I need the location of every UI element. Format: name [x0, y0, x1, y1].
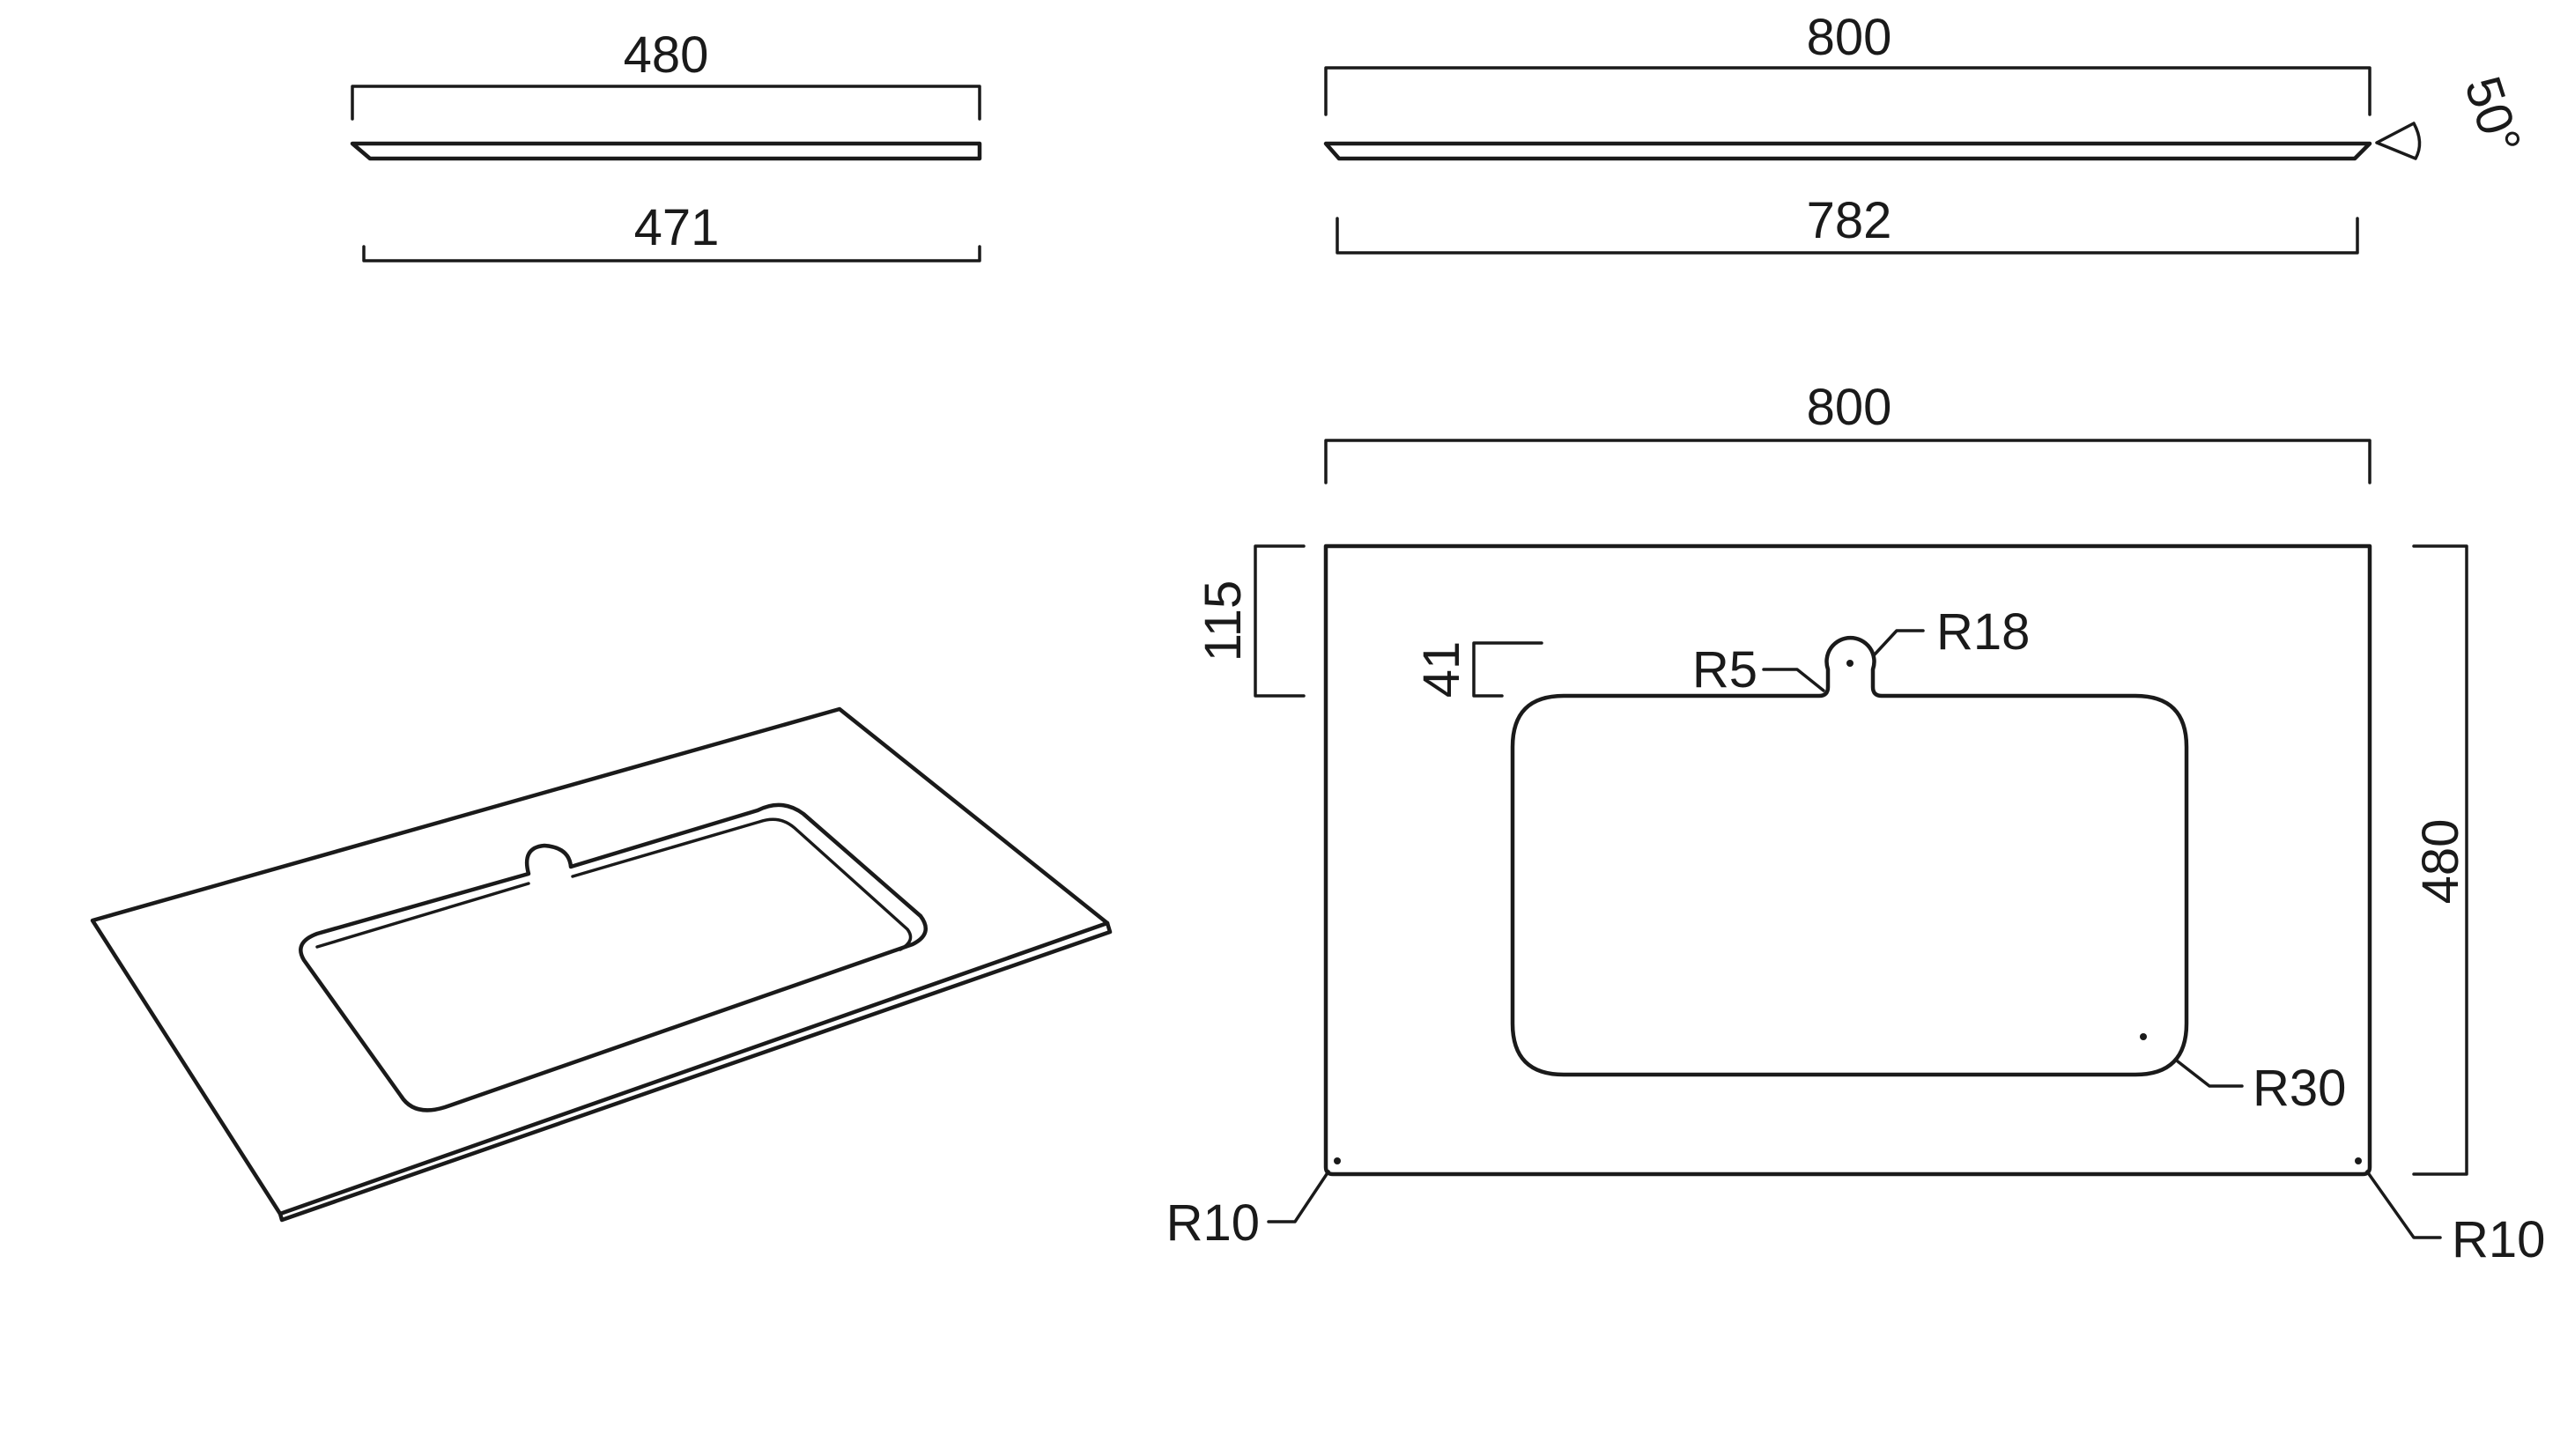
- corner-dot-right: [2355, 1157, 2362, 1164]
- angle-label: 50°: [2453, 70, 2532, 161]
- label-r10-right: R10: [2452, 1211, 2545, 1268]
- label-r5: R5: [1692, 641, 1757, 698]
- notch-center-dot: [1846, 660, 1854, 667]
- dim-line-side-bottom: [362, 245, 981, 262]
- dim-line-plan-width: [1324, 439, 2372, 484]
- dim-label-plan-depth: 480: [2412, 819, 2469, 905]
- iso-bowl-inner: [315, 817, 913, 951]
- angle-marker: [2375, 122, 2422, 160]
- iso-bowl-rim: [299, 802, 928, 1112]
- leader-r30: [2176, 1060, 2244, 1088]
- dim-label-plan-width: 800: [1807, 379, 1892, 436]
- dim-line-plan-depth: [2412, 544, 2468, 1176]
- dim-label-front-bottom: 782: [1807, 192, 1892, 249]
- label-r10-left: R10: [1166, 1194, 1260, 1252]
- side-profile-slab: [350, 141, 982, 161]
- dim-line-plan-notch: [1472, 641, 1543, 698]
- leader-r18: [1873, 629, 1925, 656]
- corner-dot-left: [1334, 1157, 1341, 1164]
- dim-line-front-top: [1324, 66, 2372, 116]
- bowl-corner-dot: [2140, 1033, 2147, 1040]
- front-profile-slab: [1323, 141, 2372, 161]
- leader-r5: [1762, 668, 1825, 692]
- label-r30: R30: [2253, 1060, 2346, 1117]
- label-r18: R18: [1936, 603, 2030, 661]
- front-profile-view: 800 50° 782: [1323, 9, 2532, 255]
- dim-label-side-top: 480: [624, 26, 709, 84]
- dim-line-side-top: [351, 85, 981, 121]
- plan-view: 800 480 115 41 R5 R18 R30 R10 R10: [1166, 379, 2546, 1268]
- dim-label-front-top: 800: [1807, 9, 1892, 66]
- side-profile-view: 480 471: [350, 26, 982, 262]
- isometric-view: [90, 706, 1113, 1223]
- leader-r10-right: [2365, 1170, 2442, 1239]
- dim-line-plan-back: [1254, 544, 1306, 698]
- iso-slab-top: [90, 706, 1110, 1216]
- dim-label-side-bottom: 471: [634, 199, 720, 256]
- dim-label-plan-back: 115: [1195, 580, 1252, 661]
- plan-bowl: [1510, 635, 2189, 1077]
- dim-line-front-bottom: [1336, 217, 2359, 255]
- dim-label-plan-notch: 41: [1413, 641, 1470, 698]
- plan-outline: [1323, 543, 2372, 1177]
- leader-r10-left: [1267, 1170, 1330, 1223]
- iso-slab-edge: [277, 920, 1113, 1223]
